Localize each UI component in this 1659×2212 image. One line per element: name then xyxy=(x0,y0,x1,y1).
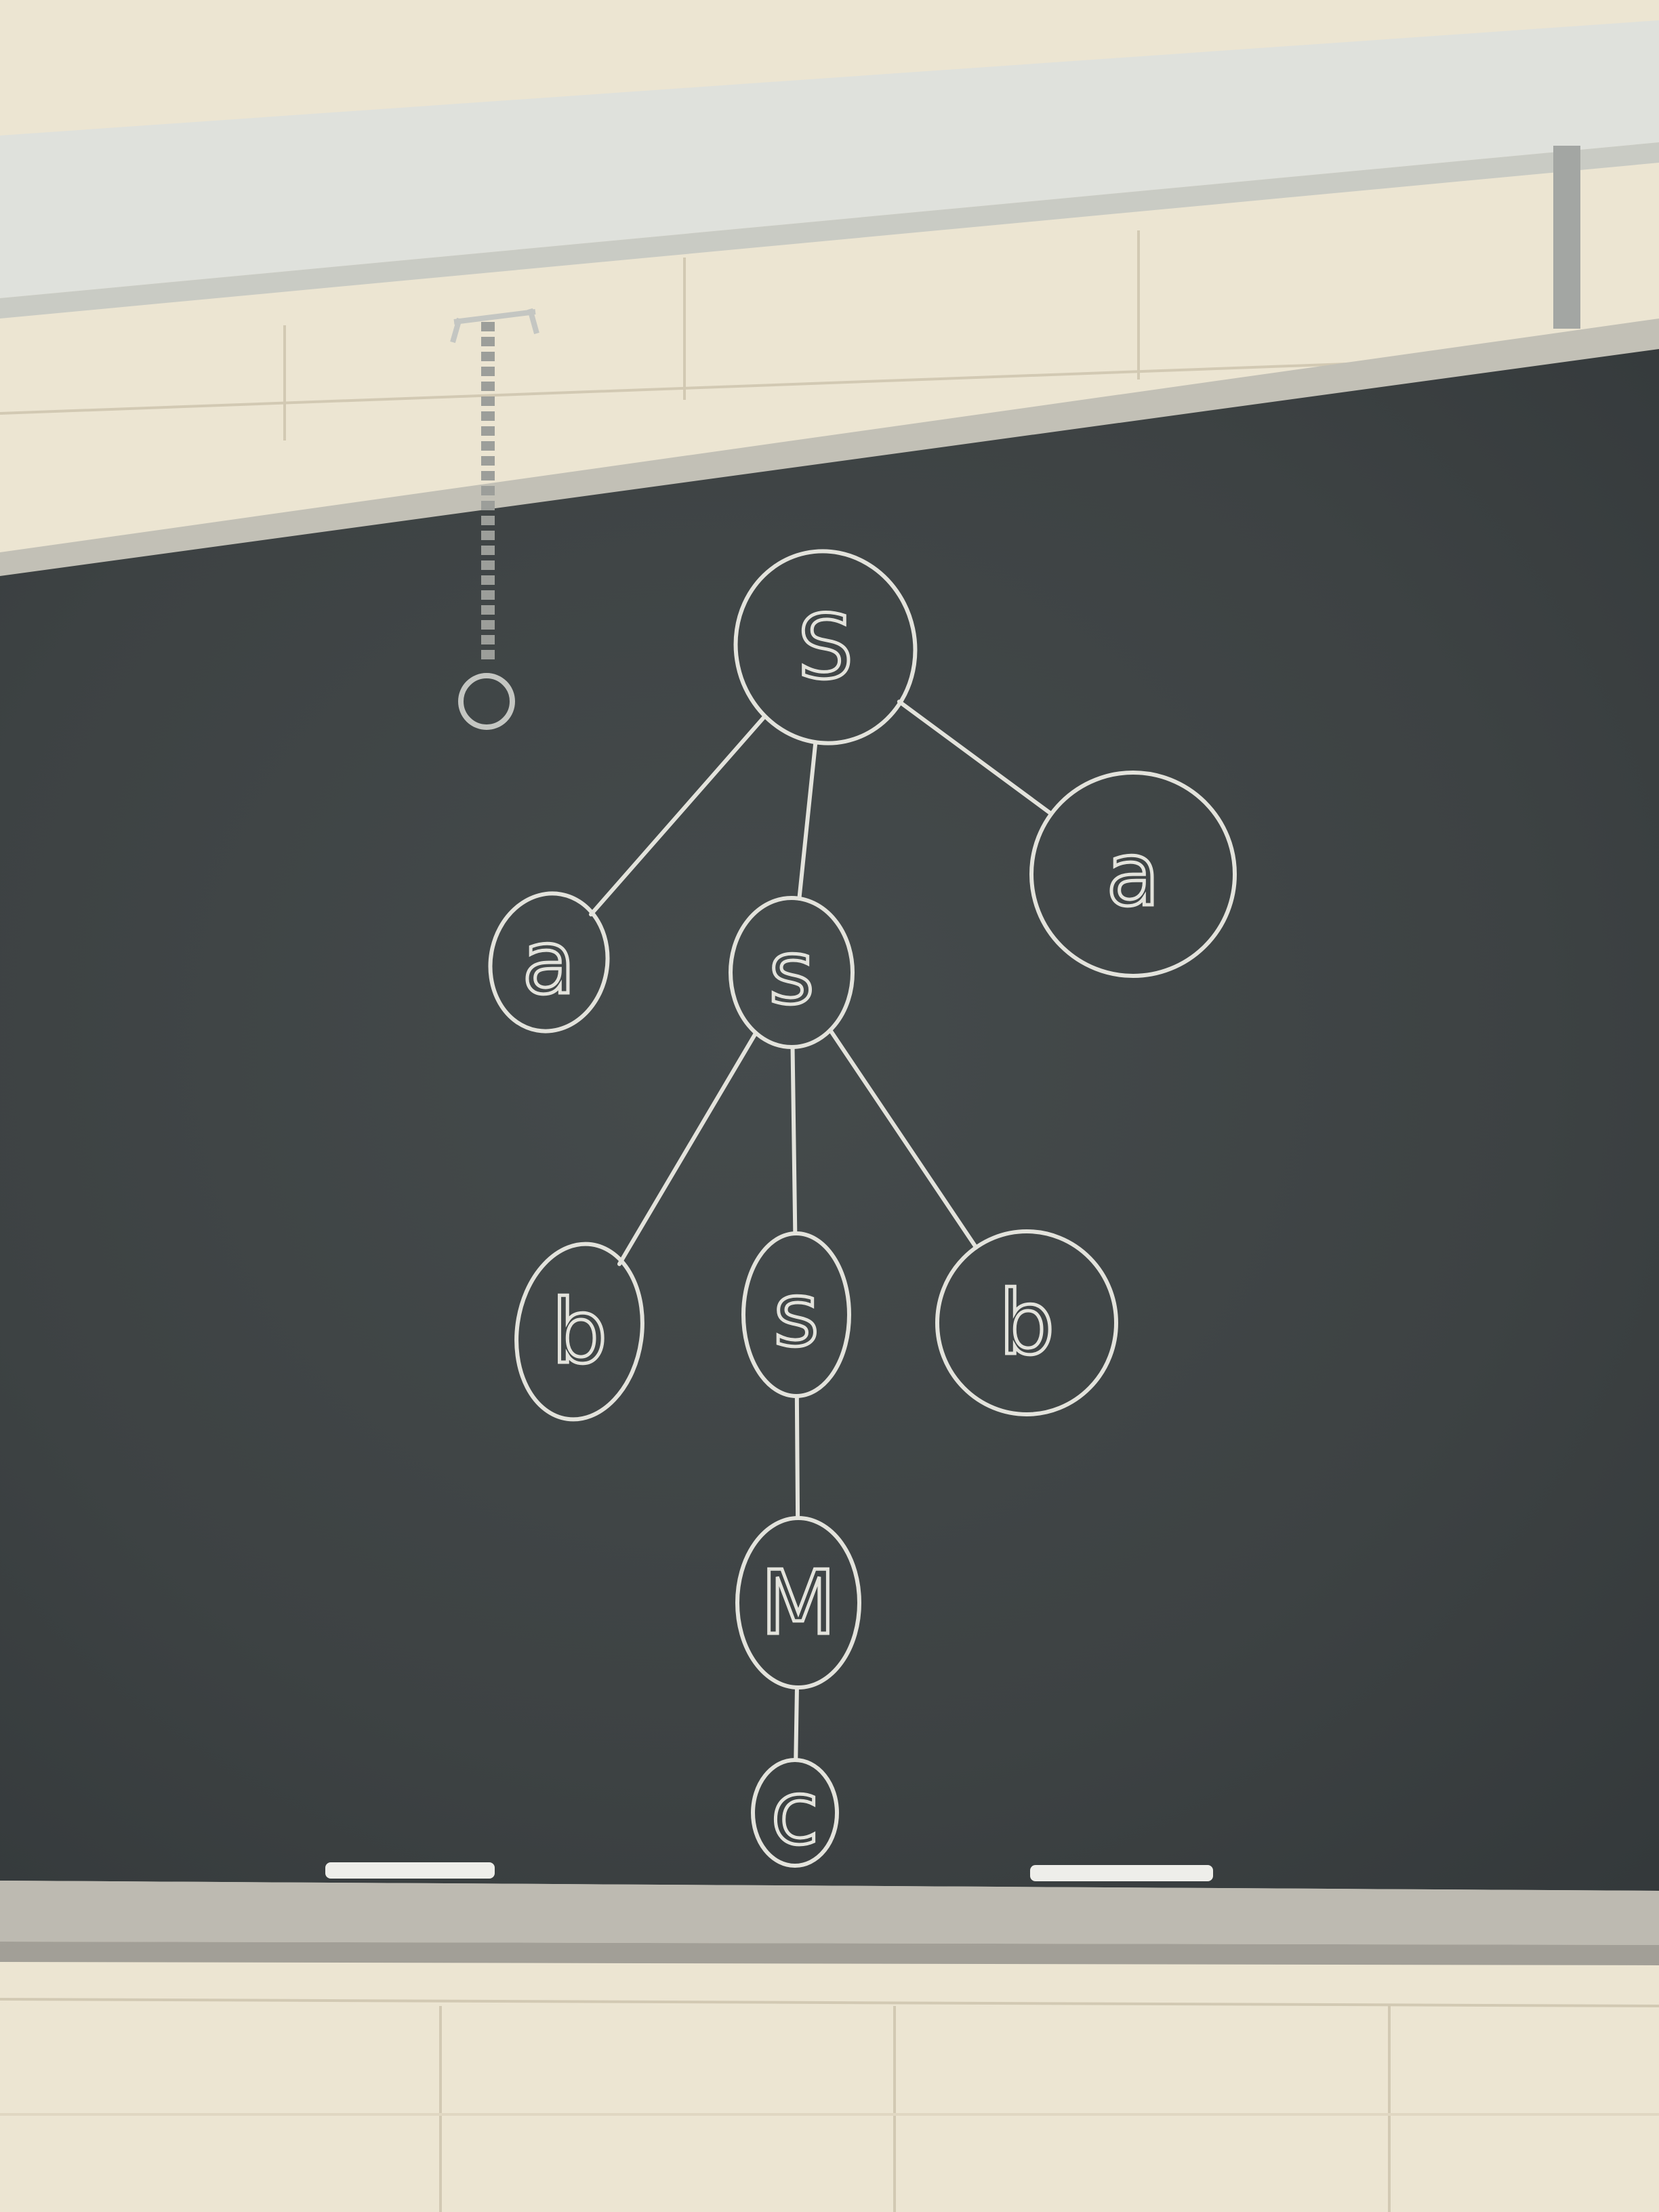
node-label: a xyxy=(1106,823,1160,926)
tree-node-a-right: a xyxy=(1029,771,1237,978)
edge-n-m-to-n-c xyxy=(794,1685,799,1763)
map-hook xyxy=(450,308,539,730)
node-circle xyxy=(751,1758,839,1868)
tree-nodes: Sa s a b s bMc xyxy=(488,549,1237,1868)
node-label: b xyxy=(552,1280,608,1383)
tree-node-c: c xyxy=(751,1758,839,1868)
node-circle xyxy=(733,549,918,745)
map-rail xyxy=(0,20,1659,298)
edge-n-root-to-n-s-mid xyxy=(797,741,818,901)
tree-edges xyxy=(589,699,1054,1763)
rail-bracket xyxy=(1553,146,1580,329)
map-rail-shadow xyxy=(0,142,1659,319)
chalkboard xyxy=(0,349,1659,1891)
chalk-piece-left xyxy=(325,1862,495,1879)
tree-node-b-right: b xyxy=(935,1229,1118,1416)
tree-node-m: M xyxy=(735,1516,861,1689)
chalk-piece-right xyxy=(1030,1865,1213,1881)
tree-node-a-left: a xyxy=(488,891,610,1033)
node-circle xyxy=(735,1516,861,1689)
edge-n-root-to-n-a-right xyxy=(897,699,1054,816)
node-circle xyxy=(514,1242,644,1422)
node-label: c xyxy=(771,1761,819,1864)
edge-n-root-to-n-a-left xyxy=(589,715,766,917)
node-circle xyxy=(729,896,855,1049)
tree-node-root: S xyxy=(733,549,918,745)
node-label: a xyxy=(522,911,576,1014)
node-circle xyxy=(935,1229,1118,1416)
chalk-tray-lip xyxy=(0,1942,1659,1965)
edge-n-s-mid-to-n-s-low xyxy=(790,1044,798,1236)
edge-n-s-low-to-n-m xyxy=(794,1393,800,1521)
node-label: S xyxy=(798,596,854,699)
node-label: M xyxy=(760,1551,836,1654)
node-circle xyxy=(1029,771,1237,978)
edge-n-s-mid-to-n-b-right xyxy=(828,1028,979,1250)
node-label: s xyxy=(773,1263,819,1366)
chalk-tray xyxy=(0,1881,1659,1945)
node-circle xyxy=(741,1231,851,1398)
node-label: b xyxy=(999,1271,1055,1374)
tree-node-s-low: s xyxy=(741,1231,851,1398)
node-circle xyxy=(488,891,610,1033)
edge-n-s-mid-to-n-b-left xyxy=(617,1031,758,1267)
tree-node-s-mid: s xyxy=(729,896,855,1049)
node-label: s xyxy=(769,921,815,1024)
tree-node-b-left: b xyxy=(514,1242,644,1422)
